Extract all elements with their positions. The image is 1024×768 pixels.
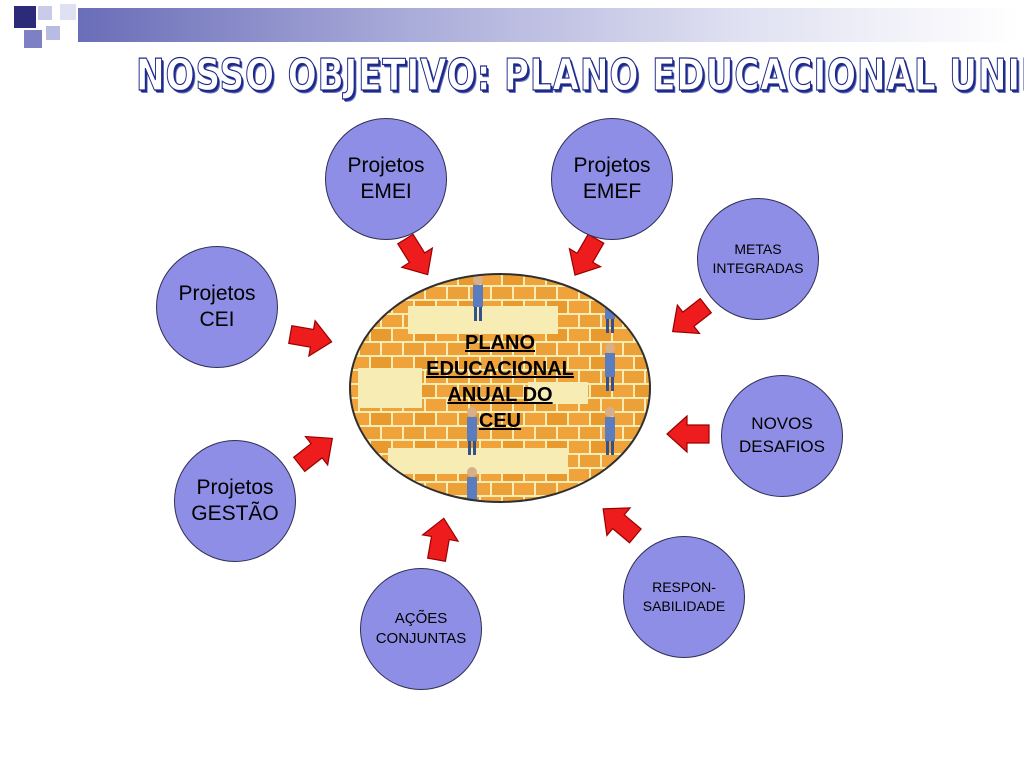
builder-figure-icon [473, 275, 483, 321]
arrow-icon-gestao [287, 423, 345, 480]
node-projetos-cei: Projetos CEI [156, 246, 278, 368]
decor-square [60, 4, 76, 20]
node-projetos-gestao: Projetos GESTÃO [174, 440, 296, 562]
node-novos-desafios: NOVOS DESAFIOS [721, 375, 843, 497]
arrow-icon-metas [660, 290, 718, 347]
builder-figure-icon [605, 407, 615, 455]
arrow-icon-acoes [418, 514, 463, 564]
node-metas-integradas: METAS INTEGRADAS [697, 198, 819, 320]
center-brick-wall-image [349, 273, 651, 503]
builder-figure-icon [605, 343, 615, 391]
decor-square [24, 30, 42, 48]
decor-square [46, 26, 60, 40]
node-projetos-emei: Projetos EMEI [325, 118, 447, 240]
builder-figure-icon [467, 407, 477, 455]
arrow-icon-cei [286, 316, 336, 361]
decor-square [38, 6, 52, 20]
node-projetos-emef: Projetos EMEF [551, 118, 673, 240]
header-gradient-band [78, 8, 1018, 42]
builder-figure-icon [467, 467, 477, 501]
center-plan-label: PLANO EDUCACIONAL ANUAL DO CEU [426, 332, 574, 432]
slide-title: NOSSO OBJETIVO: PLANO EDUCACIONAL UNIFIC… [136, 49, 1024, 101]
arrow-icon-novos [666, 415, 710, 453]
node-acoes-conjuntas: AÇÕES CONJUNTAS [360, 568, 482, 690]
node-responsabilidade: RESPON- SABILIDADE [623, 536, 745, 658]
decor-square [14, 6, 36, 28]
